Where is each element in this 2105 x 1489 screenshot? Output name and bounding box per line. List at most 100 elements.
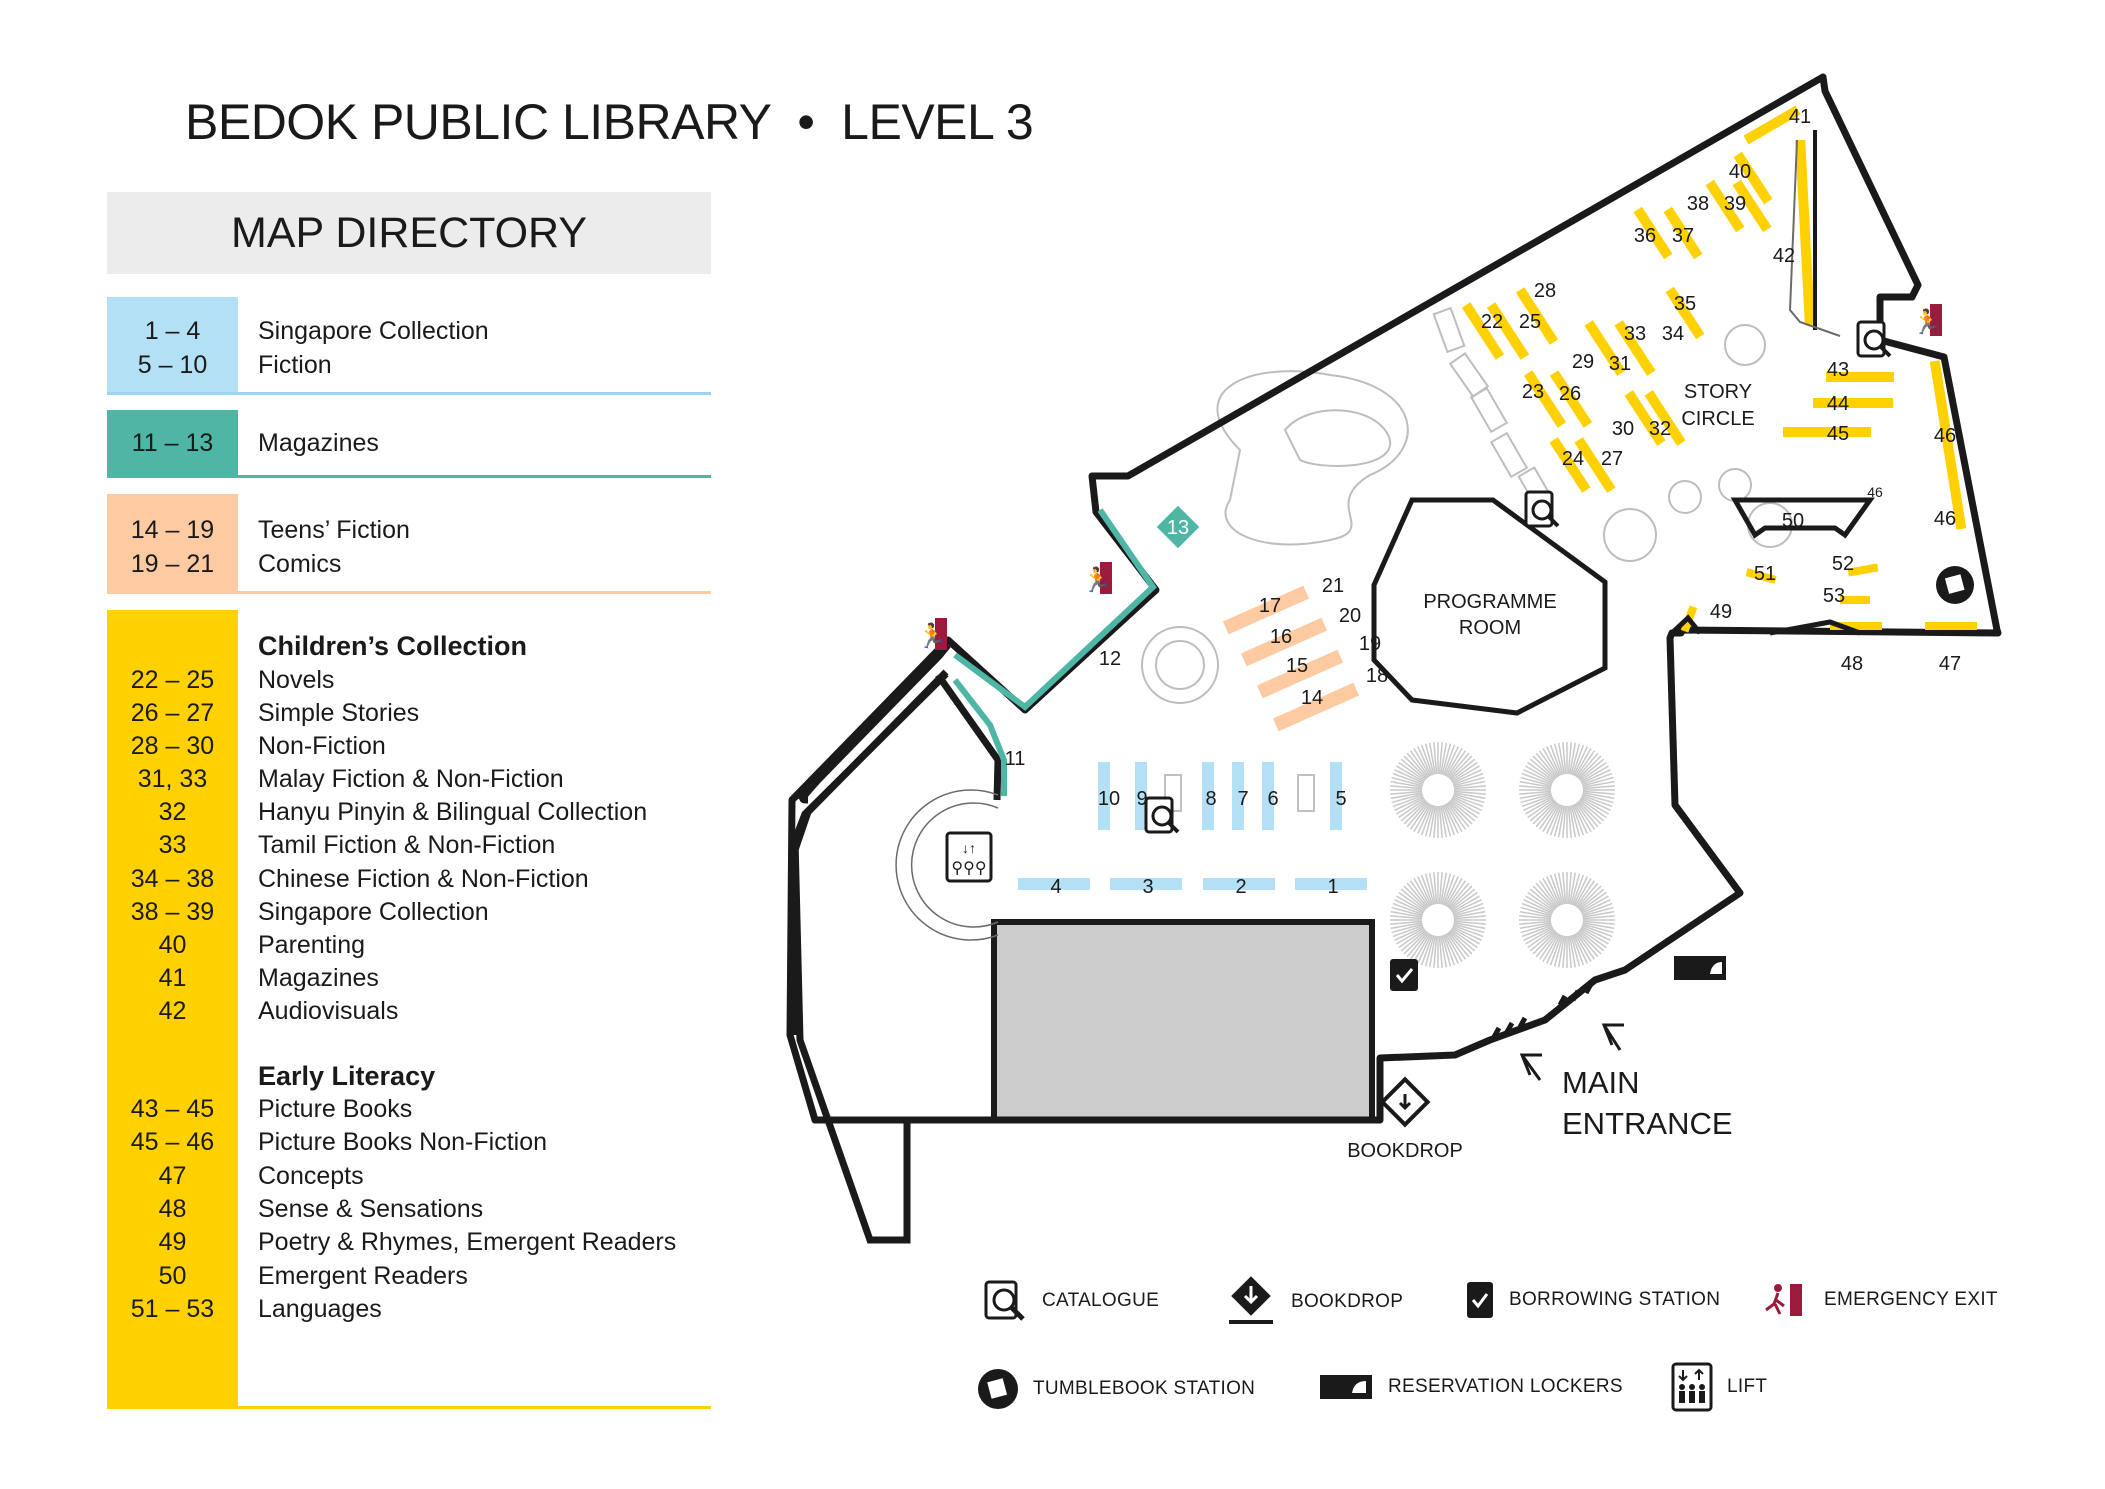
- shelf-number: 31: [1609, 353, 1631, 375]
- seat-ray: [1452, 794, 1484, 808]
- lift-icon[interactable]: ↓↑ ⚲⚲⚲: [945, 831, 993, 883]
- shelf-number: 28: [1534, 280, 1556, 302]
- seat-ray: [1523, 769, 1553, 784]
- seat-ray: [1579, 891, 1607, 912]
- seat-ray: [1406, 931, 1429, 958]
- shelf-number: 29: [1572, 351, 1594, 373]
- shelf-number: 46: [1934, 508, 1956, 530]
- seat-ray: [1453, 780, 1486, 788]
- seat-ray: [1571, 874, 1585, 906]
- emergency-exit-icon[interactable]: 🏃: [1082, 562, 1112, 594]
- seat-ray: [1403, 800, 1428, 825]
- seat-ray: [1392, 772, 1424, 786]
- shelf-number: 38: [1687, 193, 1709, 215]
- seat-ray: [1581, 794, 1613, 808]
- seat-ray: [1396, 797, 1425, 815]
- emergency-exit-icon[interactable]: 🏃: [1912, 304, 1942, 336]
- seat-ray: [1578, 799, 1605, 822]
- shelf-number: 35: [1674, 293, 1696, 315]
- catalogue-icon[interactable]: [1856, 320, 1892, 358]
- catalogue-icon[interactable]: [1144, 796, 1180, 834]
- shelf-number: 34: [1662, 323, 1684, 345]
- seat-ray: [1417, 746, 1432, 776]
- seat-ray: [1532, 755, 1557, 780]
- catalogue-icon[interactable]: [1524, 490, 1560, 528]
- shelf-number: 37: [1672, 225, 1694, 247]
- tumblebook-station-icon[interactable]: [1936, 566, 1974, 604]
- seat-ray: [1557, 935, 1565, 968]
- seat-ray: [1453, 923, 1485, 934]
- seat-ray: [1444, 804, 1459, 834]
- story-circle-label: STORY: [1684, 381, 1752, 403]
- seat-ray: [1574, 803, 1592, 832]
- seat-ray: [1549, 874, 1563, 906]
- seat-ray: [1433, 742, 1438, 775]
- shelf-number: 15: [1286, 655, 1308, 677]
- seat-ray: [1546, 934, 1561, 964]
- seat-ray: [1579, 928, 1607, 949]
- seat-ray: [1396, 765, 1425, 783]
- seat-ray: [1390, 915, 1423, 920]
- seat-ray: [1581, 899, 1611, 914]
- shelf-number: 11: [1005, 748, 1026, 770]
- legend-label: CATALOGUE: [1042, 1290, 1160, 1311]
- seat-ray: [1520, 923, 1552, 934]
- reservation-lockers-icon[interactable]: [1674, 956, 1726, 980]
- seat-ray: [1521, 772, 1553, 786]
- legend-reservation-lockers: RESERVATION LOCKERS: [1318, 1373, 1623, 1401]
- seat-ray: [1452, 796, 1482, 811]
- shelf-number: 23: [1522, 381, 1544, 403]
- emergent-readers-area: [1730, 497, 1875, 539]
- svg-text:🏃: 🏃: [1082, 566, 1112, 594]
- bookdrop-icon: [1229, 1276, 1273, 1324]
- seat-ray: [1582, 910, 1615, 918]
- seat-ray: [1424, 873, 1435, 905]
- seat-ray: [1447, 931, 1470, 958]
- seat-ray: [1575, 750, 1596, 778]
- seat-ray: [1452, 924, 1484, 938]
- borrowing-station-icon[interactable]: [1390, 959, 1418, 991]
- legend-label: TUMBLEBOOK STATION: [1033, 1378, 1256, 1399]
- emergency-exit-icon[interactable]: 🏃: [917, 618, 947, 650]
- seat-ray: [1403, 755, 1428, 780]
- seat-ray: [1582, 792, 1615, 800]
- shelf-number: 12: [1099, 648, 1121, 670]
- shelf-number: 21: [1322, 575, 1344, 597]
- seat-ray: [1581, 769, 1611, 784]
- shelf-number: 40: [1729, 161, 1751, 183]
- seat-ray: [1390, 785, 1423, 790]
- seat-ray: [1578, 929, 1605, 952]
- seat-ray: [1392, 902, 1424, 916]
- magazine-wall-11: [952, 678, 1007, 796]
- seat-ray: [1442, 874, 1456, 906]
- seat-ray: [1413, 933, 1431, 962]
- shelf-number: 4: [1050, 876, 1061, 898]
- seat-ray: [1400, 799, 1427, 822]
- seat-ray: [1444, 876, 1459, 906]
- seat-ray: [1569, 935, 1577, 968]
- bookdrop-icon[interactable]: [1379, 1076, 1431, 1128]
- seat-ray: [1445, 748, 1463, 777]
- seat-ray: [1582, 793, 1614, 804]
- outer-wall-left: [797, 642, 951, 804]
- shelf-number: 36: [1634, 225, 1656, 247]
- main-entrance-label: MAIN ENTRANCE: [1562, 1065, 1733, 1141]
- seat-ray: [1438, 742, 1443, 775]
- shelf-number: 32: [1649, 418, 1671, 440]
- seat-ray: [1574, 933, 1592, 962]
- seat-ray: [1523, 899, 1553, 914]
- seat-ray: [1450, 891, 1478, 912]
- seat-ray: [1448, 800, 1473, 825]
- shelf-number: 41: [1789, 106, 1811, 128]
- seat-ray: [1527, 928, 1555, 949]
- seat-ray: [1574, 748, 1592, 777]
